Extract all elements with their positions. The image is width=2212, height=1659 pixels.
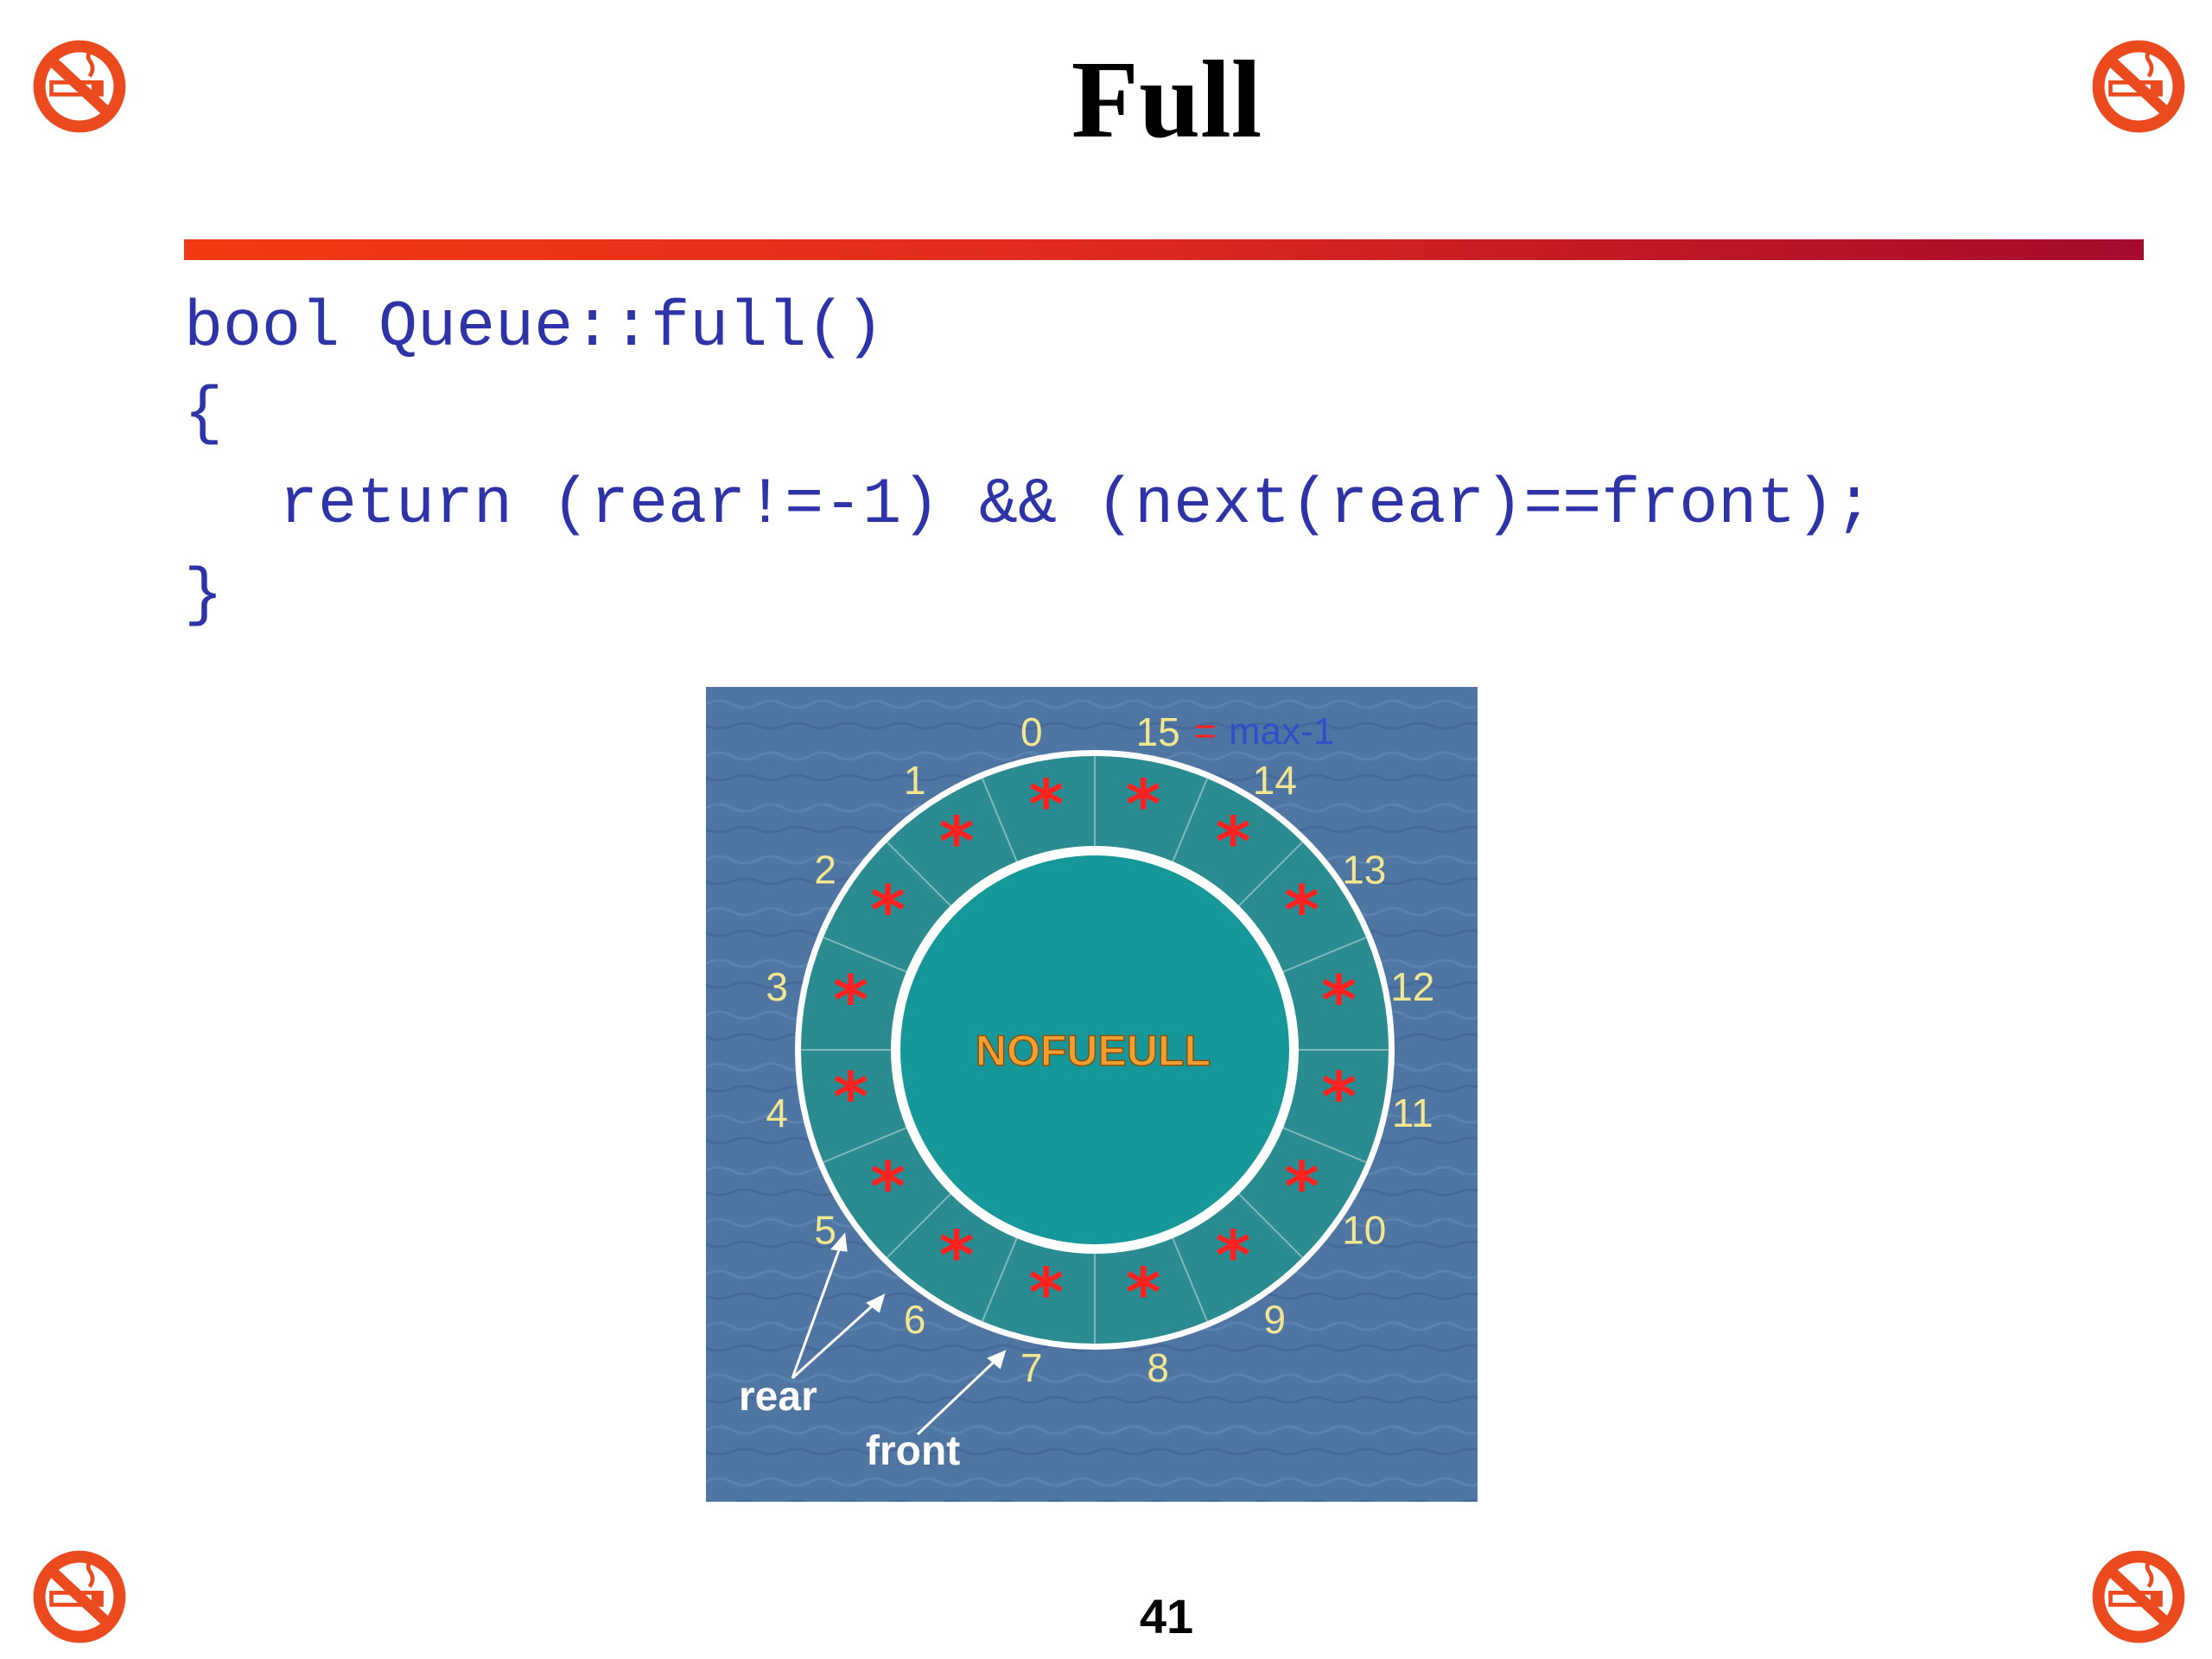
- rear-label: rear: [739, 1374, 817, 1420]
- slot-index-label: 0: [1020, 709, 1043, 754]
- code-line: {: [184, 378, 224, 451]
- slot-index-label: 14: [1253, 758, 1297, 803]
- slot-divider: [981, 778, 1020, 868]
- slot-divider: [1276, 936, 1367, 976]
- slot-index-label: 6: [904, 1297, 926, 1342]
- slot-divider: [1276, 1124, 1367, 1164]
- code-block: bool Queue::full() { return (rear!=-1) &…: [184, 285, 1873, 652]
- slot-index-label: 1: [904, 758, 926, 803]
- code-line: }: [184, 559, 224, 632]
- filled-slot-marker: *: [1321, 963, 1357, 1040]
- slot-divider: [823, 936, 913, 976]
- page-number: 41: [1139, 1589, 1194, 1643]
- filled-slot-marker: *: [1216, 804, 1251, 882]
- filled-slot-marker: *: [1284, 1149, 1319, 1227]
- slot-divider: [886, 1188, 957, 1259]
- max-label-eq: =: [1194, 710, 1217, 753]
- slot-divider: [886, 841, 957, 912]
- filled-slot-marker: *: [1321, 1059, 1357, 1137]
- slot-divider: [1233, 1188, 1304, 1259]
- slot-divider: [823, 1124, 913, 1164]
- filled-slot-marker: *: [939, 804, 975, 882]
- filled-slot-marker: *: [833, 1059, 868, 1137]
- slot-index-label: 5: [814, 1207, 836, 1252]
- slot-index-label: 10: [1342, 1207, 1386, 1252]
- rear-pointer-arrows: [791, 1232, 1007, 1436]
- slot-index-label: 7: [1020, 1345, 1043, 1390]
- no-smoking-icon: [29, 1547, 130, 1647]
- slot-index-label: 8: [1147, 1345, 1169, 1390]
- code-line: bool Queue::full(): [184, 291, 885, 365]
- filled-slot-marker: *: [1126, 1255, 1161, 1332]
- slot-index-label: 13: [1342, 848, 1386, 893]
- slot-index-label: 4: [766, 1090, 788, 1135]
- filled-slot-marker: *: [1216, 1217, 1251, 1295]
- slot-divider: [1169, 778, 1209, 868]
- filled-slot-marker: *: [870, 1149, 906, 1227]
- slot-index-label: 12: [1390, 964, 1434, 1009]
- center-disk: [900, 855, 1289, 1244]
- slot-index-label: 9: [1264, 1297, 1287, 1342]
- filled-slot-marker: *: [1028, 1255, 1064, 1332]
- slot-index-label: 2: [814, 848, 836, 893]
- title-divider: [184, 239, 2144, 260]
- filled-slot-marker: *: [1028, 767, 1064, 845]
- slot-divider: [1233, 841, 1304, 912]
- slot-index-label: 15: [1136, 709, 1180, 754]
- slot-index-label: 3: [766, 964, 788, 1009]
- filled-slot-marker: *: [1284, 873, 1319, 950]
- slot-divider: [1169, 1231, 1209, 1322]
- slot-index-label: 11: [1392, 1090, 1433, 1135]
- no-smoking-icon: [2088, 1547, 2189, 1647]
- slide-title: Full: [1071, 38, 1262, 161]
- max-label-text: max-1: [1229, 710, 1334, 753]
- filled-slot-marker: *: [833, 963, 868, 1040]
- slot-divider: [981, 1231, 1020, 1322]
- code-line: return (rear!=-1) && (next(rear)==front)…: [279, 468, 1874, 542]
- center-label: NOFUEULL: [976, 1027, 1211, 1075]
- circular-queue-diagram: *0*1*2*3*4*5*6*7*8*9*10*11*12*13*14*15 N…: [706, 687, 1478, 1502]
- filled-slot-marker: *: [939, 1217, 975, 1295]
- filled-slot-marker: *: [870, 873, 906, 950]
- filled-slot-marker: *: [1126, 767, 1161, 845]
- front-label: front: [866, 1428, 960, 1474]
